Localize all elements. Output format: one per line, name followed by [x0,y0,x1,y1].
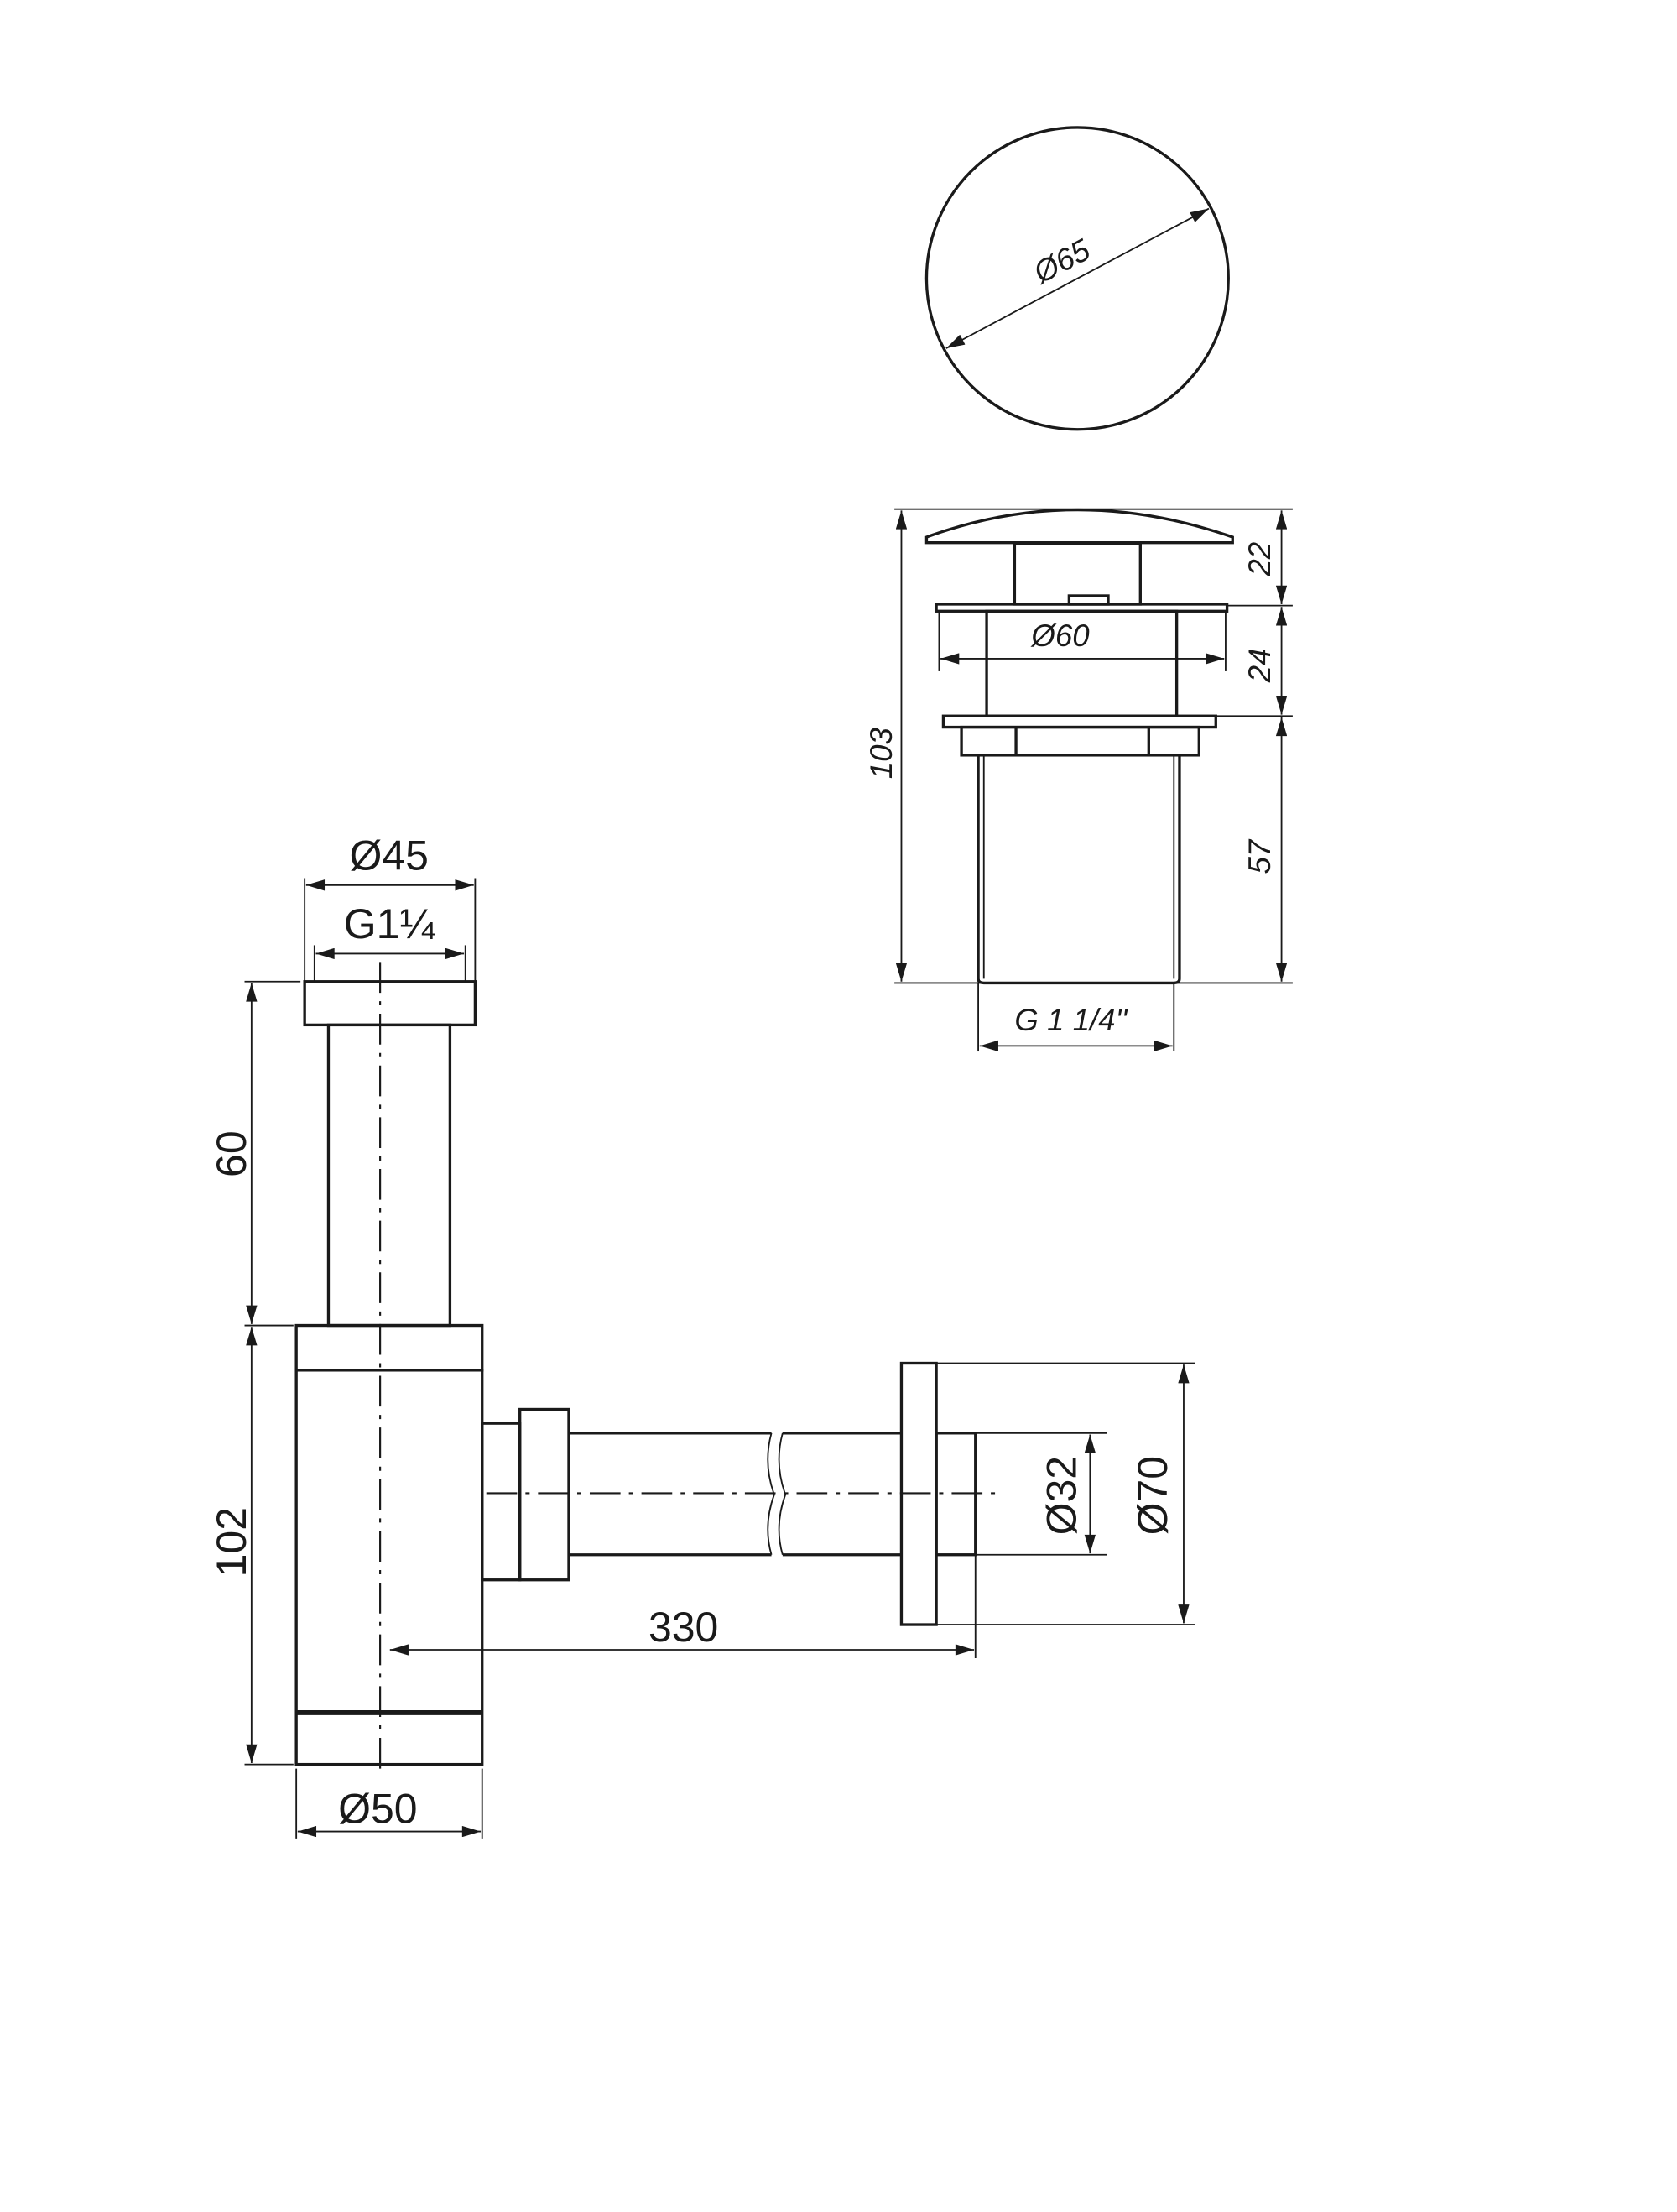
cap-top-view: Ø65 [924,126,1230,431]
cap-dome [924,508,1234,545]
body-diameter-label: Ø50 [338,1786,417,1833]
cap-outline [924,126,1230,431]
body-height-label: 102 [208,1507,255,1577]
top-diameter-label: Ø45 [349,832,428,879]
inlet-height-label: 60 [208,1130,255,1177]
lock-nut [960,725,1200,757]
tail-pipe [977,754,1181,985]
trap-body [294,1369,484,1766]
inlet-pipe [326,1023,452,1328]
wall-flange-diameter-label: Ø70 [1129,1456,1176,1535]
outlet-pipe [568,1432,902,1557]
total-height-label: 103 [864,727,898,779]
body-top-cap [294,1323,484,1372]
cap-diameter-label: Ø65 [1028,232,1096,290]
thread-label: G 1 1/4'' [1014,1003,1128,1037]
drain-side-view: Ø60 103 22 24 57 G 1 1/4'' [864,508,1293,1052]
wall-collar [935,1432,977,1557]
outlet-length-label: 330 [648,1604,718,1651]
cap-height-label: 22 [1242,542,1277,577]
outlet-pipe-diameter-label: Ø32 [1039,1456,1086,1535]
top-nut [303,980,477,1027]
thread-label: G1¼ [344,900,436,947]
outlet-nut [518,1407,570,1582]
bottle-trap-view: Ø45 G1¼ 60 102 Ø50 Ø32 Ø70 [208,832,1195,1839]
pipe-break-symbol [767,1432,787,1555]
cap-diameter-dimension-line [945,207,1210,349]
tail-height-label: 57 [1242,838,1277,874]
body-height-label: 24 [1242,649,1277,684]
outlet-stub [481,1422,522,1582]
body-diameter-label: Ø60 [1030,618,1090,653]
lower-flange [941,714,1217,729]
